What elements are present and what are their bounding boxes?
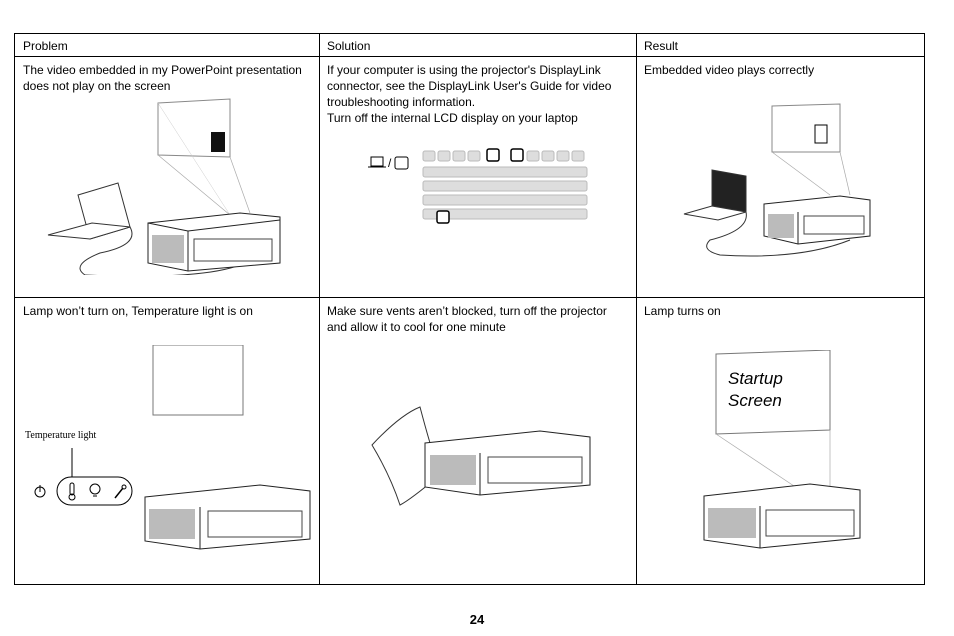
laptop-lcd-icon: /	[368, 156, 409, 170]
vent-blocked-illustration	[371, 406, 591, 506]
projector	[424, 430, 591, 496]
startup-text: Startup	[728, 369, 783, 388]
row2-result: Lamp turns on	[644, 304, 721, 318]
row2-problem: Lamp won’t turn on, Temperature light is…	[23, 304, 253, 318]
keyboard-keys	[422, 150, 588, 220]
laptop-projector-result-illustration	[683, 103, 871, 257]
wrench-icon	[114, 484, 127, 499]
header-solution: Solution	[327, 39, 371, 53]
laptop	[683, 169, 747, 221]
laptop	[47, 182, 131, 240]
projector	[144, 484, 311, 550]
row-divider	[15, 297, 924, 298]
startup-screen-illustration: Startup Screen	[703, 350, 861, 549]
header-problem: Problem	[23, 39, 68, 53]
power-icon	[34, 485, 46, 498]
row2-solution: Make sure vents aren’t blocked, turn off…	[327, 304, 607, 334]
temperature-light-label: Temperature light	[25, 430, 97, 441]
screen-text: Screen	[728, 391, 782, 410]
temperature-light-illustration	[34, 345, 311, 550]
page-number: 24	[469, 612, 485, 627]
video-black-box	[211, 132, 225, 152]
column-divider	[319, 34, 320, 584]
thermometer-icon	[68, 482, 76, 501]
row1-problem: The video embedded in my PowerPoint pres…	[23, 63, 302, 93]
row1-solution: If your computer is using the projector'…	[327, 63, 612, 109]
keyboard-illustration: /	[368, 148, 588, 224]
projection-screen	[771, 103, 841, 153]
row1-solution-step2: Turn off the internal LCD display on you…	[327, 111, 578, 125]
projector	[763, 195, 871, 245]
blank-screen	[152, 345, 244, 416]
indicator-panel	[56, 476, 133, 506]
column-divider	[636, 34, 637, 584]
lamp-icon	[89, 483, 101, 497]
projector	[703, 483, 861, 549]
laptop-projector-illustration	[47, 98, 281, 275]
header-result: Result	[644, 39, 679, 53]
svg-text:/: /	[388, 156, 392, 170]
troubleshooting-table: Problem Solution Result The video embedd…	[14, 33, 925, 585]
header-divider	[15, 56, 924, 57]
projector	[147, 212, 281, 272]
row1-result: Embedded video plays correctly	[644, 63, 815, 77]
